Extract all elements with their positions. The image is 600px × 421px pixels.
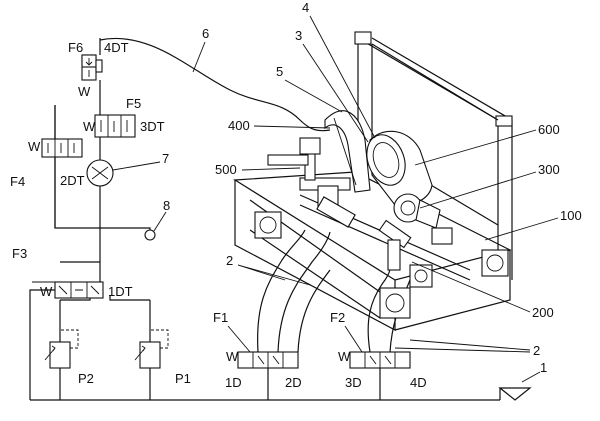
label-4d: 4D bbox=[410, 375, 427, 390]
label-w-f3: W bbox=[40, 284, 53, 299]
label-p2: P2 bbox=[78, 371, 94, 386]
label-f1: F1 bbox=[213, 310, 228, 325]
motor-2dt: 2DT 7 bbox=[60, 151, 169, 188]
valve-f2: F2 W 3D 4D bbox=[330, 310, 427, 400]
callouts: 4 3 5 400 600 500 300 100 200 bbox=[215, 0, 582, 320]
label-f4: F4 bbox=[10, 174, 25, 189]
label-7: 7 bbox=[162, 151, 169, 166]
label-600: 600 bbox=[538, 122, 560, 137]
label-f5: F5 bbox=[126, 96, 141, 111]
label-2a: 2 bbox=[226, 253, 233, 268]
label-w-f5: W bbox=[83, 119, 96, 134]
label-w-f1: W bbox=[226, 349, 239, 364]
label-4: 4 bbox=[302, 0, 309, 15]
label-2dt: 2DT bbox=[60, 173, 85, 188]
label-8: 8 bbox=[163, 198, 170, 213]
label-2b: 2 bbox=[533, 343, 540, 358]
valve-f5: F5 3DT W bbox=[83, 96, 165, 138]
valve-f4: W F4 bbox=[10, 105, 83, 228]
valve-f6: F6 4DT W bbox=[68, 40, 129, 99]
label-2d: 2D bbox=[285, 375, 302, 390]
label-p1: P1 bbox=[175, 371, 191, 386]
label-200: 200 bbox=[532, 305, 554, 320]
label-f6: F6 bbox=[68, 40, 83, 55]
label-w-f6: W bbox=[78, 84, 91, 99]
label-3d: 3D bbox=[345, 375, 362, 390]
label-4dt: 4DT bbox=[104, 40, 129, 55]
label-100: 100 bbox=[560, 208, 582, 223]
label-500: 500 bbox=[215, 162, 237, 177]
label-1: 1 bbox=[540, 360, 547, 375]
label-300: 300 bbox=[538, 162, 560, 177]
relief-valve-p2: P2 bbox=[44, 329, 94, 386]
tank: 1 bbox=[498, 360, 547, 401]
label-5: 5 bbox=[276, 64, 283, 79]
relief-valve-p1: P1 bbox=[134, 329, 191, 386]
valve-f3: F3 W 1DT bbox=[12, 246, 133, 299]
fixture-workpiece bbox=[267, 110, 453, 271]
label-f3: F3 bbox=[12, 246, 27, 261]
label-3dt: 3DT bbox=[140, 119, 165, 134]
fixture-frame bbox=[233, 31, 513, 331]
label-1dt: 1DT bbox=[108, 284, 133, 299]
label-w-f2: W bbox=[338, 349, 351, 364]
label-1d: 1D bbox=[225, 375, 242, 390]
label-w-f4: W bbox=[28, 139, 41, 154]
hydraulic-circuit: F6 4DT W F5 3DT W W F4 2DT bbox=[10, 38, 547, 401]
label-f2: F2 bbox=[330, 310, 345, 325]
pressure-gauge: 8 bbox=[144, 198, 170, 241]
valve-f1: F1 W 1D 2D bbox=[213, 310, 302, 400]
label-3: 3 bbox=[295, 28, 302, 43]
label-400: 400 bbox=[228, 118, 250, 133]
label-6: 6 bbox=[202, 26, 209, 41]
